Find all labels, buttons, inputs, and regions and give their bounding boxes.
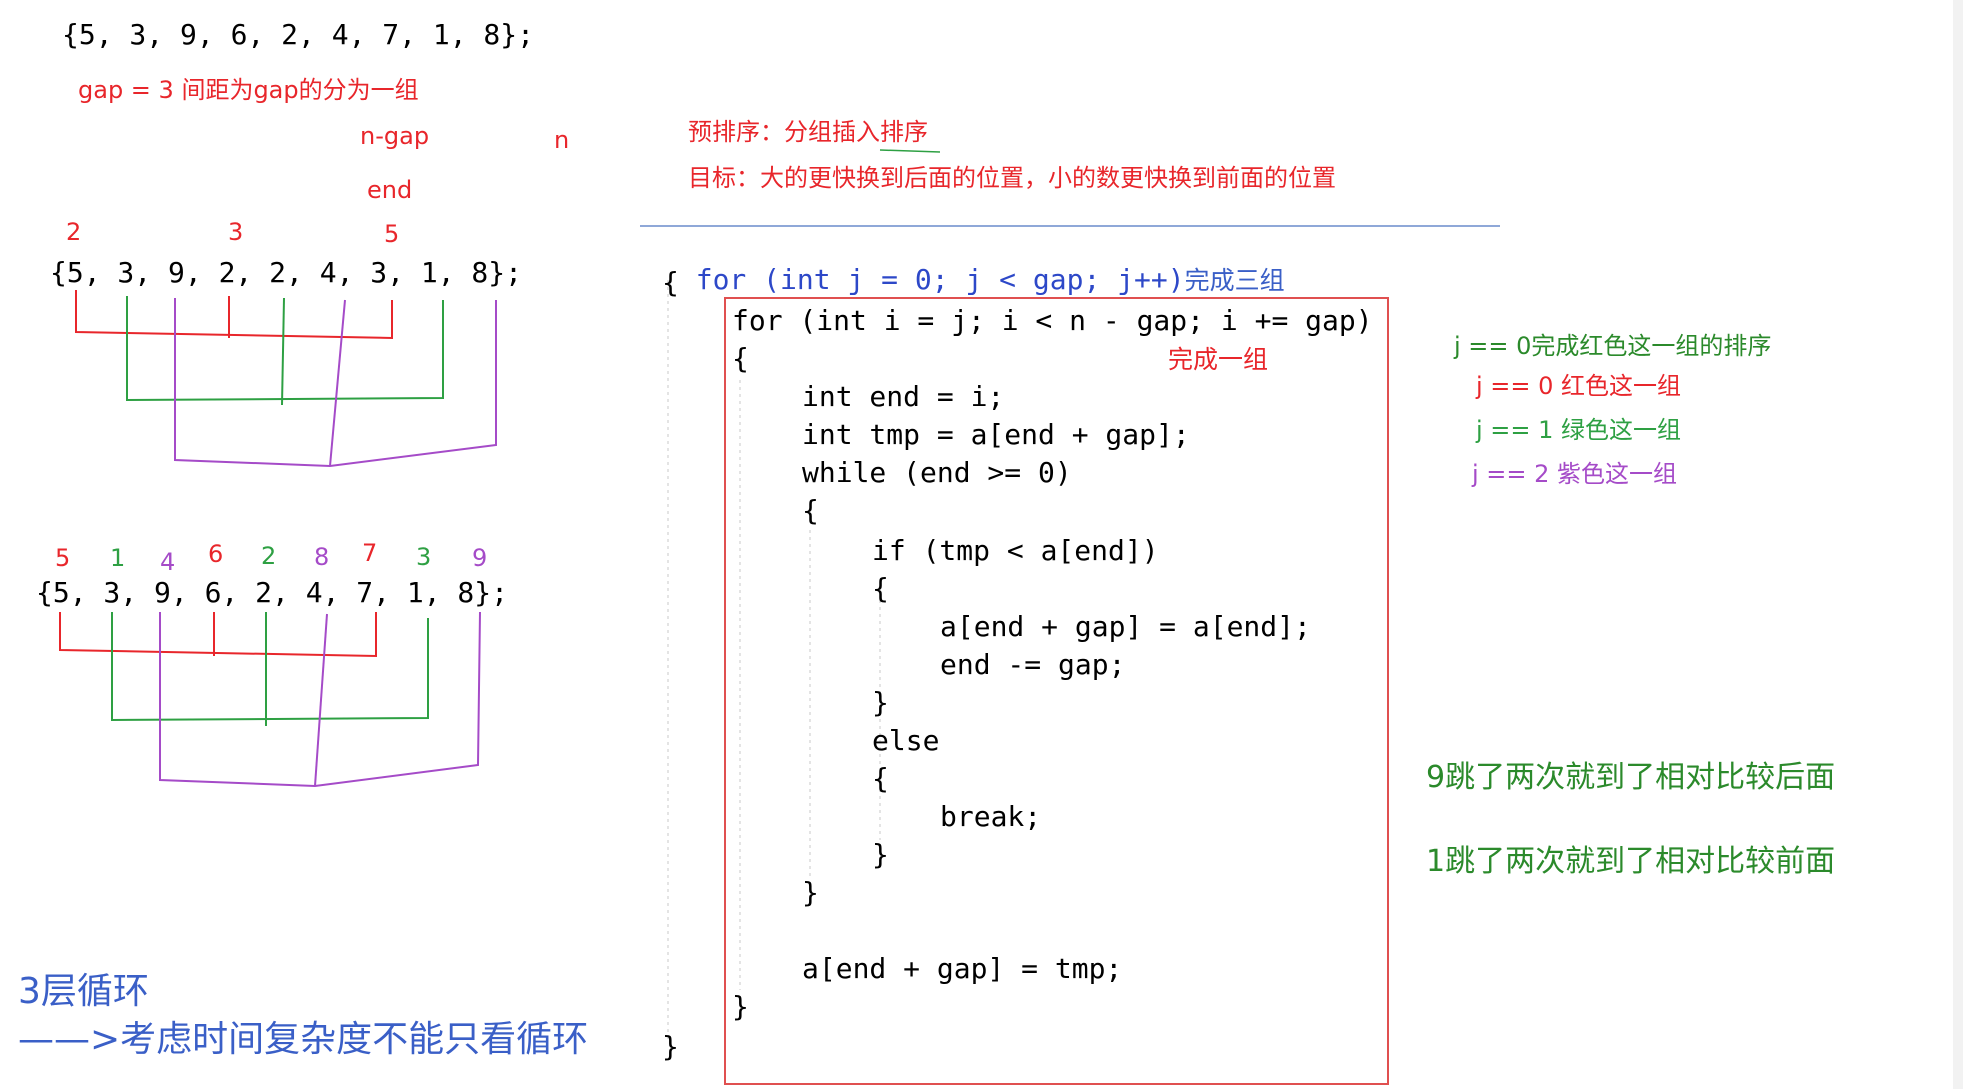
pass2-label-4: 6 <box>208 540 224 568</box>
j-note-2: j == 0 红色这一组 <box>1476 372 1682 400</box>
code-line-6: { <box>872 572 889 605</box>
pass1-label-3: 5 <box>384 220 400 248</box>
inner-loop-box <box>724 297 1389 1085</box>
gap-note: gap = 3 间距为gap的分为一组 <box>78 76 419 104</box>
outer-for-line: for (int j = 0; j < gap; j++)完成三组 <box>662 228 1285 297</box>
j-note-1: j == 0完成红色这一组的排序 <box>1454 332 1772 360</box>
code-line-8: end -= gap; <box>940 648 1126 681</box>
j-note-4: j == 2 紫色这一组 <box>1472 460 1678 488</box>
pass2-purple-bracket <box>159 611 481 788</box>
pass2-label-3: 4 <box>160 548 176 576</box>
end-label: end <box>367 176 413 204</box>
code-line-7: a[end + gap] = a[end]; <box>940 610 1311 643</box>
done-three-note: 完成三组 <box>1184 266 1285 295</box>
code-line-3: while (end >= 0) <box>802 456 1072 489</box>
pass2-label-6: 8 <box>314 543 330 571</box>
pass1-label-1: 2 <box>66 218 82 246</box>
outer-for-code: for (int j = 0; j < gap; j++) <box>695 263 1185 296</box>
sort-underline <box>879 149 941 153</box>
code-close2: } <box>732 990 749 1023</box>
loop-title: 3层循环 <box>18 971 149 1012</box>
scrollbar[interactable] <box>1953 0 1963 1089</box>
pass2-label-2: 1 <box>110 544 126 572</box>
code-line-2: int tmp = a[end + gap]; <box>802 418 1190 451</box>
n-label: n <box>554 126 570 154</box>
code-open1: { <box>662 266 679 299</box>
jump-note-2: 1跳了两次就到了相对比较前面 <box>1426 844 1836 879</box>
pass1-array: {5, 3, 9, 2, 2, 4, 3, 1, 8}; <box>50 256 523 289</box>
pass2-purple-tick <box>314 613 328 787</box>
code-line-5: if (tmp < a[end]) <box>872 534 1159 567</box>
pass1-red-bracket <box>75 290 393 340</box>
pass1-purple-bracket <box>174 298 497 468</box>
n-gap-label: n-gap <box>360 122 430 150</box>
code-line-13: } <box>872 838 889 871</box>
pass2-label-5: 2 <box>261 542 277 570</box>
pass1-label-2: 3 <box>228 218 244 246</box>
goal-note: 目标：大的更快换到后面的位置，小的数更快换到前面的位置 <box>688 164 1336 192</box>
pass2-label-8: 3 <box>416 543 432 571</box>
pass2-label-9: 9 <box>472 544 488 572</box>
code-line-11: { <box>872 762 889 795</box>
inner-for-code: for (int i = j; i < n - gap; i += gap) <box>732 304 1373 337</box>
jump-note-1: 9跳了两次就到了相对比较后面 <box>1426 760 1836 795</box>
pass2-red-bracket <box>59 612 377 658</box>
code-line-1: int end = i; <box>802 380 1005 413</box>
code-open2: { <box>732 342 749 375</box>
done-one-note: 完成一组 <box>1168 345 1269 374</box>
pass2-array: {5, 3, 9, 6, 2, 4, 7, 1, 8}; <box>36 576 509 609</box>
code-line-14: } <box>802 876 819 909</box>
code-line-9: } <box>872 686 889 719</box>
pass1-green-bracket <box>126 296 444 402</box>
code-line-12: break; <box>940 800 1042 833</box>
presort-title: 预排序：分组插入排序 <box>688 118 928 146</box>
pass1-purple-tick <box>329 299 346 467</box>
code-close1: } <box>662 1030 679 1063</box>
code-line-4: { <box>802 494 819 527</box>
top-array: {5, 3, 9, 6, 2, 4, 7, 1, 8}; <box>62 18 535 51</box>
pass2-label-1: 5 <box>55 544 71 572</box>
pass2-label-7: 7 <box>362 539 378 567</box>
loop-note: ——>考虑时间复杂度不能只看循环 <box>18 1019 589 1060</box>
code-line-15: a[end + gap] = tmp; <box>802 952 1123 985</box>
code-line-10: else <box>872 724 940 757</box>
j-note-3: j == 1 绿色这一组 <box>1476 416 1682 444</box>
pass1-green-tick <box>281 297 285 406</box>
pass2-green-bracket <box>111 612 429 722</box>
